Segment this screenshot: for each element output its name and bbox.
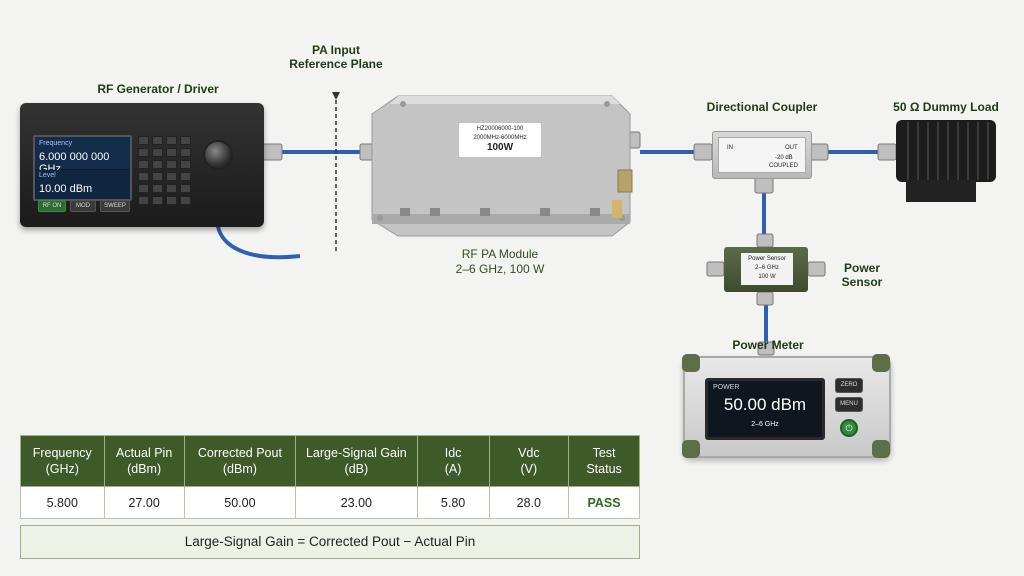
connector (756, 233, 774, 248)
keypad-key[interactable] (138, 148, 149, 157)
keypad-key[interactable] (152, 148, 163, 157)
keypad-key[interactable] (138, 136, 149, 145)
keypad-key[interactable] (152, 196, 163, 205)
keypad-key[interactable] (166, 148, 177, 157)
connector (756, 291, 774, 306)
rf-on-button[interactable]: RF ON (38, 200, 66, 212)
meter-mode: POWER (713, 384, 740, 391)
pa-module-label-plate: HZ20006000-100 2000MHz-6000MHz 100W (459, 123, 541, 157)
keypad-key[interactable] (138, 160, 149, 169)
pa-module-label-line2: 2–6 GHz, 100 W (455, 262, 545, 276)
cell-frequency: 5.800 (20, 486, 105, 519)
sensor-line3: 100 W (758, 274, 776, 280)
keypad-key[interactable] (180, 160, 191, 169)
meter-bumper (872, 440, 890, 458)
sensor-line2: 2–6 GHz (755, 265, 779, 271)
sweep-button[interactable]: SWEEP (100, 200, 130, 212)
header-frequency: Frequency(GHz) (20, 435, 105, 487)
coupler-out-label: OUT (785, 145, 798, 151)
meter-screen: POWER 50.00 dBm 2–6 GHz (705, 378, 825, 440)
header-actual-pin: Actual Pin(dBm) (103, 435, 185, 487)
keypad-key[interactable] (152, 136, 163, 145)
keypad-key[interactable] (180, 172, 191, 181)
results-table: Frequency(GHz) Actual Pin(dBm) Corrected… (20, 435, 640, 519)
menu-button[interactable]: MENU (835, 397, 863, 412)
zero-button[interactable]: ZERO (835, 378, 863, 393)
power-button[interactable]: ⏻ (840, 419, 858, 437)
keypad-key[interactable] (180, 136, 191, 145)
cell-vdc: 28.0 (488, 486, 570, 519)
keypad-key[interactable] (138, 184, 149, 193)
coupler-db-label: -20 dB (775, 155, 793, 161)
gain-formula: Large-Signal Gain = Corrected Pout − Act… (20, 525, 640, 559)
keypad-key[interactable] (180, 148, 191, 157)
keypad-key[interactable] (166, 160, 177, 169)
header-vdc: Vdc(V) (488, 435, 570, 487)
keypad-key[interactable] (152, 160, 163, 169)
freq-label: Frequency (39, 140, 73, 147)
power-sensor-label: Power Sensor (841, 261, 883, 289)
pa-power: 100W (486, 142, 514, 153)
cell-corrected-pout: 50.00 (183, 486, 297, 519)
generator-screen: Frequency 6.000 000 000 GHz Level 10.00 … (33, 135, 132, 201)
coupler-label: Directional Coupler (706, 100, 818, 114)
connector (877, 143, 897, 161)
cell-gain: 23.00 (295, 486, 418, 519)
connector (754, 176, 774, 194)
meter-bumper (682, 440, 700, 458)
coupler-in-label: IN (727, 145, 733, 151)
connector (706, 261, 725, 277)
generator-label: RF Generator / Driver (97, 82, 219, 96)
connector (261, 143, 283, 161)
keypad-key[interactable] (180, 184, 191, 193)
dummy-load-label: 50 Ω Dummy Load (893, 100, 999, 114)
connector (809, 143, 829, 161)
header-gain: Large-Signal Gain(dB) (295, 435, 418, 487)
sensor-face: Power Sensor 2–6 GHz 100 W (741, 253, 793, 285)
power-meter-label: Power Meter (732, 338, 804, 352)
keypad-key[interactable] (152, 184, 163, 193)
keypad-key[interactable] (152, 172, 163, 181)
cell-idc: 5.80 (416, 486, 490, 519)
level-value: 10.00 dBm (39, 183, 93, 195)
meter-bumper (682, 354, 700, 372)
keypad-key[interactable] (166, 184, 177, 193)
keypad-key[interactable] (166, 136, 177, 145)
header-idc: Idc(A) (416, 435, 490, 487)
level-label: Level (39, 172, 56, 179)
sensor-line1: Power Sensor (748, 256, 786, 262)
connector (693, 143, 713, 161)
keypad-key[interactable] (138, 196, 149, 205)
coupler-face: IN OUT -20 dB COUPLED (718, 137, 806, 173)
reference-plane-arrow (332, 92, 340, 100)
generator-knob[interactable] (203, 140, 233, 170)
cell-test-status: PASS (568, 486, 640, 519)
meter-bumper (872, 354, 890, 372)
table-row: 5.800 27.00 50.00 23.00 5.80 28.0 PASS (20, 486, 640, 519)
dummy-load-heatsink (896, 120, 996, 202)
connector (807, 261, 826, 277)
connector (757, 341, 775, 356)
generator-keypad[interactable] (138, 136, 198, 208)
pa-model: HZ20006000-100 (476, 126, 524, 132)
coupler-coupled-label: COUPLED (769, 163, 799, 169)
pa-input-label-line1: PA Input (312, 43, 360, 57)
power-icon: ⏻ (845, 423, 853, 433)
pa-range: 2000MHz-6000MHz (473, 135, 527, 141)
pa-module-label-line1: RF PA Module (461, 247, 539, 261)
mod-button[interactable]: MOD (70, 200, 96, 212)
keypad-key[interactable] (166, 172, 177, 181)
table-header-row: Frequency(GHz) Actual Pin(dBm) Corrected… (20, 435, 640, 487)
pa-input-label-line2: Reference Plane (289, 57, 383, 71)
meter-reading: 50.00 dBm (723, 395, 807, 414)
keypad-key[interactable] (180, 196, 191, 205)
header-corrected-pout: Corrected Pout(dBm) (183, 435, 297, 487)
meter-range: 2–6 GHz (751, 421, 779, 428)
cell-actual-pin: 27.00 (103, 486, 185, 519)
keypad-key[interactable] (166, 196, 177, 205)
keypad-key[interactable] (138, 172, 149, 181)
